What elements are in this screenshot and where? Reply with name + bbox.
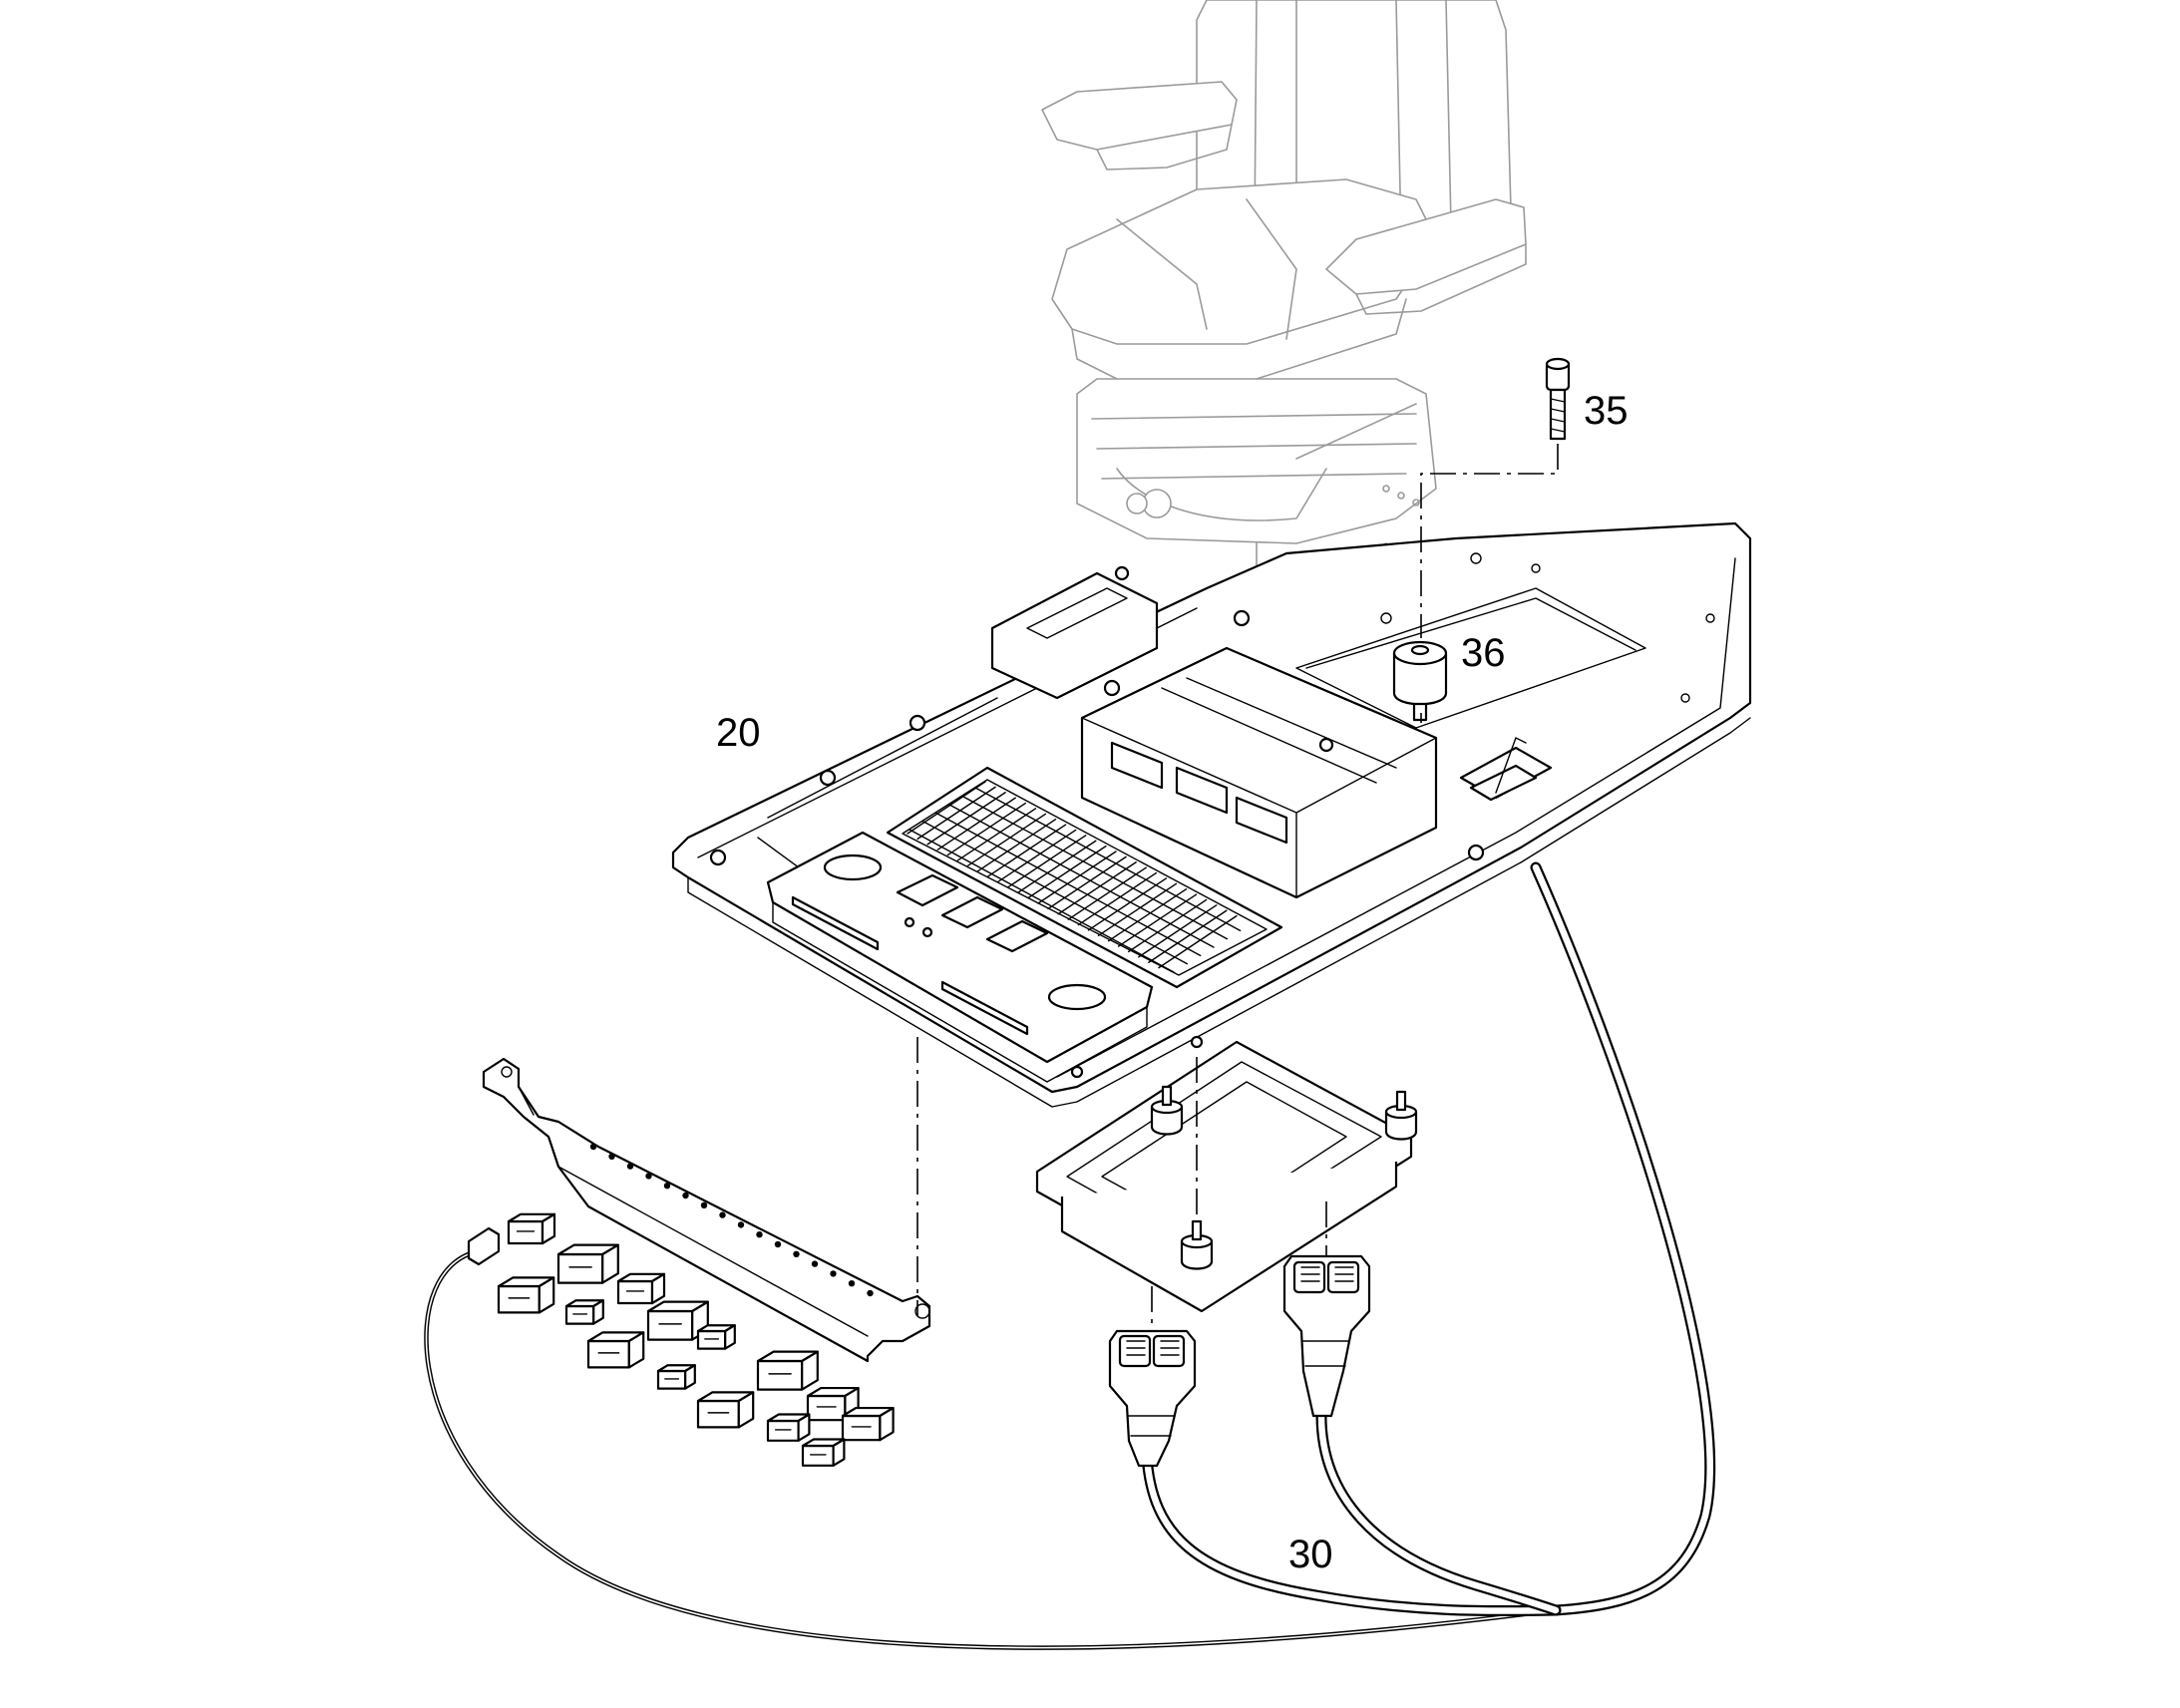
- screw-35: [1545, 357, 1571, 441]
- connector-piece: [586, 1331, 645, 1369]
- connector-piece: [656, 1364, 696, 1390]
- connector-piece: [564, 1299, 604, 1325]
- connector-piece: [801, 1438, 846, 1467]
- connector-piece: [616, 1272, 666, 1305]
- callout-labels: 20 30 35 36: [716, 389, 1629, 1576]
- front-console-panel: [766, 831, 1154, 1083]
- callout-seat-plate: 20: [716, 711, 761, 755]
- callout-rubber-mount: 36: [1461, 631, 1506, 675]
- rubber-mount-36: [1392, 640, 1448, 722]
- connector-piece: [696, 1391, 755, 1429]
- control-module: [1035, 1040, 1418, 1313]
- connector-piece: [507, 1212, 556, 1245]
- callout-screw: 35: [1584, 389, 1629, 433]
- assembly-leader-lines: [916, 444, 1559, 1331]
- connector-kit: [424, 1212, 1559, 1650]
- console-mounting-box: [990, 565, 1438, 899]
- wiring-harness-30: [1108, 861, 1716, 1617]
- connector-piece: [646, 1300, 709, 1341]
- connector-piece: [696, 1324, 736, 1350]
- connector-piece: [556, 1243, 619, 1284]
- cable-bracket: [482, 1057, 931, 1363]
- callout-wiring-harness: 30: [1288, 1533, 1333, 1576]
- connector-piece: [497, 1276, 555, 1314]
- operator-seat: [1041, 0, 1527, 589]
- connector-piece: [756, 1350, 819, 1391]
- connector-piece: [766, 1413, 811, 1442]
- ventilation-grille: [886, 766, 1283, 989]
- connector-piece: [841, 1406, 895, 1442]
